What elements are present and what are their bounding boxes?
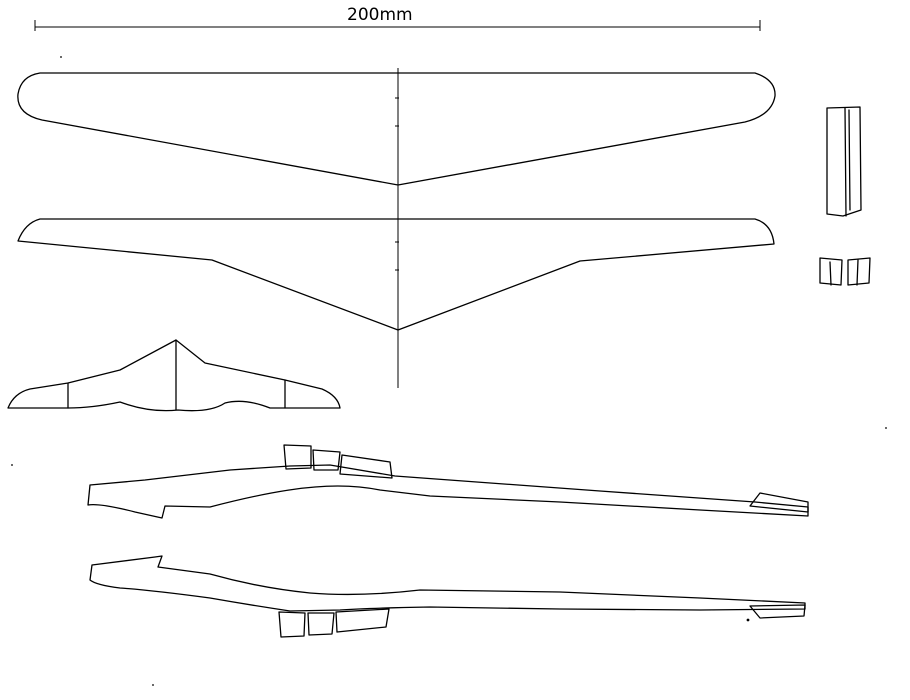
- scale-label: 200mm: [347, 5, 413, 25]
- scale-bar: [34, 20, 761, 31]
- stray-marks: [11, 56, 887, 686]
- main-wing-top: [17, 72, 776, 186]
- fuselage-upper: [87, 444, 809, 519]
- small-tab-parts: [819, 257, 871, 286]
- small-wing: [7, 339, 341, 412]
- main-wing-lower: [17, 218, 775, 331]
- fuselage-lower: [89, 555, 806, 638]
- tail-fin-part: [826, 106, 862, 217]
- center-line: [395, 68, 399, 388]
